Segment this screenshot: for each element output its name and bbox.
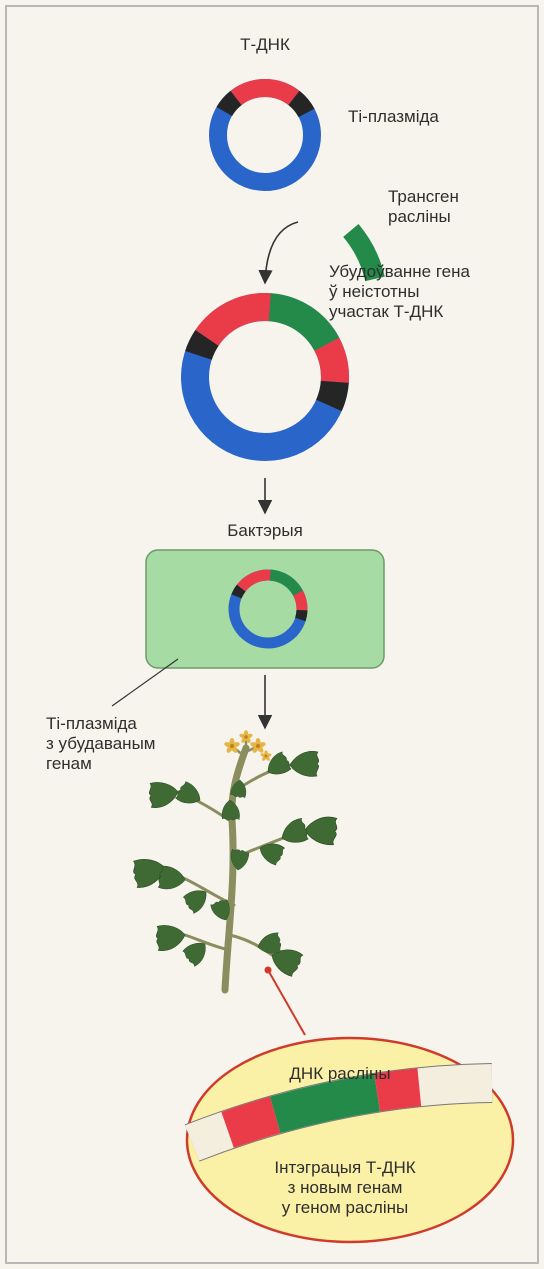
integration-label: Інтэграцыя Т-ДНК з новым генам у геном р… (250, 1158, 440, 1218)
plasmid2-tdna-left-segment (207, 307, 270, 338)
flower-center (265, 755, 268, 758)
plasmid3-tdna-right-segment (298, 593, 302, 610)
insertion-label: Убудоўванне гена ў неістотны участак Т-Д… (329, 262, 470, 322)
plant-leaf (290, 751, 319, 776)
plant-leaf (148, 781, 179, 809)
insertion-arrow (265, 222, 298, 283)
tomato-plant (132, 730, 338, 990)
recombinant-plasmid-ring (195, 307, 335, 447)
plasmid1-left-border-segment (224, 98, 236, 112)
dna-tdna-right-segment (377, 1087, 419, 1092)
ti-plasmid-label: Ті-плазміда (348, 107, 439, 127)
transgene-label: Трансген расліны (388, 187, 459, 227)
plasmid-with-gene-label: Ті-плазміда з убудаваным генам (46, 714, 155, 774)
plant-leaf (278, 818, 310, 848)
plant-dna-label: ДНК расліны (255, 1064, 425, 1084)
bacterium-cell (146, 550, 384, 668)
plasmid2-tdna-right-segment (327, 344, 335, 382)
plant-leaf (175, 781, 205, 810)
plant-leaf (155, 924, 186, 952)
bacterium-label: Бактэрыя (205, 521, 325, 541)
plant-leaf (222, 800, 240, 820)
plasmid3-right-border-segment (300, 610, 302, 619)
plant-flower (250, 738, 267, 754)
flower-center (244, 735, 248, 739)
plant-leaf (182, 937, 213, 967)
plasmid2-left-border-segment (198, 338, 207, 356)
plasmid3-left-border-segment (236, 588, 241, 596)
plasmid2-transgene-segment (270, 307, 327, 344)
tdna-label: Т-ДНК (220, 35, 310, 55)
ti-plasmid-ring (218, 88, 312, 182)
zoom-origin-dot (265, 967, 272, 974)
zoom-pointer (268, 970, 305, 1035)
plasmid1-tdna-segment (236, 88, 294, 98)
plant-leaf (304, 815, 338, 845)
pointer-to-cell-plasmid (112, 659, 178, 706)
dna-tdna-left-segment (228, 1115, 276, 1130)
plant-leaf (256, 932, 282, 956)
plant-leaf (182, 885, 212, 915)
plasmid1-right-border-segment (294, 98, 307, 113)
dna-transgene-segment (275, 1093, 377, 1115)
plasmid2-right-border-segment (329, 382, 335, 406)
flower-center (256, 744, 260, 748)
flower-center (230, 744, 234, 748)
